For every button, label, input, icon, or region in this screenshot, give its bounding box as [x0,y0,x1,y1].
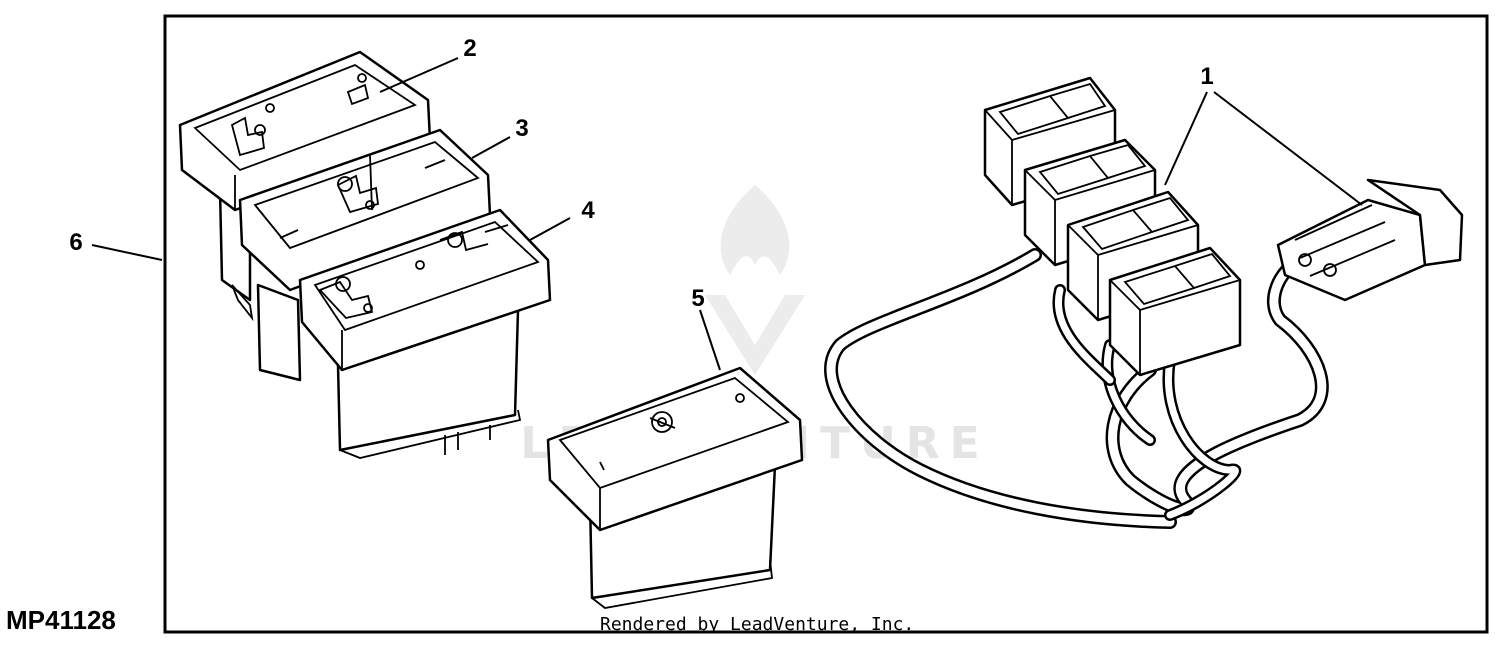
figure-id: MP41128 [6,605,116,635]
render-credit: Rendered by LeadVenture, Inc. [600,614,914,635]
leader-lines [91,57,1363,371]
wire-harness [824,76,1464,529]
plug-connector [1276,178,1464,302]
callout-5: 5 [691,285,704,312]
switch-5 [546,366,804,609]
switch-4 [298,208,552,459]
leader-4 [529,217,571,241]
flame-logo-icon [705,185,805,375]
callout-6: 6 [69,229,82,256]
leader-1b [1213,91,1363,206]
leader-3 [471,136,511,159]
leader-6 [91,244,163,261]
callout-3: 3 [515,115,528,142]
callout-1: 1 [1200,63,1213,90]
leader-2 [379,57,459,93]
callout-2: 2 [463,35,476,62]
leader-5 [699,309,721,371]
callout-4: 4 [581,197,595,224]
callout-labels: 1 2 3 4 5 6 [69,35,1213,312]
diagram-frame [163,14,1489,634]
leader-1a [1164,91,1208,186]
connector-block [1108,246,1242,377]
